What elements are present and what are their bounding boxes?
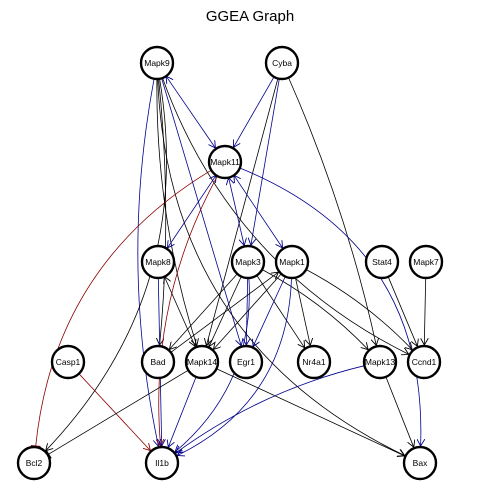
node-ccnd1-circle bbox=[406, 344, 442, 380]
edge-cyba-to-mapk14 bbox=[206, 78, 279, 346]
edge-mapk14-to-il1b bbox=[168, 376, 197, 447]
node-mapk1: Mapk1 bbox=[274, 244, 310, 280]
node-stat4-circle bbox=[364, 244, 400, 280]
node-bad-circle bbox=[140, 344, 176, 380]
node-mapk14-circle bbox=[184, 344, 220, 380]
node-bax-label: Bax bbox=[413, 458, 428, 468]
node-cyba-circle bbox=[264, 45, 300, 81]
node-mapk14: Mapk14 bbox=[184, 344, 220, 380]
node-cyba-label: Cyba bbox=[272, 58, 292, 68]
edge-mapk1-to-ccnd1 bbox=[305, 269, 412, 350]
edge-mapk1-to-mapk14 bbox=[213, 273, 282, 350]
node-bcl2-label: Bcl2 bbox=[26, 458, 43, 468]
edge-mapk1-to-egr1 bbox=[253, 276, 286, 347]
edge-mapk1-to-nr4a1 bbox=[295, 277, 310, 346]
node-nr4a1-circle bbox=[296, 344, 332, 380]
node-nr4a1-label: Nr4a1 bbox=[302, 357, 325, 367]
node-bad: Bad bbox=[140, 344, 176, 380]
node-mapk7: Mapk7 bbox=[408, 244, 444, 280]
node-casp1: Casp1 bbox=[50, 344, 86, 380]
node-stat4: Stat4 bbox=[364, 244, 400, 280]
node-bax-circle bbox=[402, 445, 438, 481]
edge-mapk9-to-egr1 bbox=[161, 78, 242, 345]
graph-title: GGEA Graph bbox=[206, 8, 294, 25]
node-mapk11-circle bbox=[207, 144, 243, 180]
node-mapk14-label: Mapk14 bbox=[187, 357, 218, 367]
node-mapk7-circle bbox=[408, 244, 444, 280]
edge-mapk3-to-bad bbox=[169, 273, 238, 350]
edge-bad-to-mapk1 bbox=[170, 272, 279, 353]
edge-mapk11-to-bcl2 bbox=[30, 169, 212, 448]
node-mapk8-label: Mapk8 bbox=[145, 257, 171, 267]
node-mapk3: Mapk3 bbox=[230, 244, 266, 280]
edge-stat4-to-ccnd1 bbox=[387, 276, 417, 347]
edge-mapk1-to-il1b bbox=[177, 277, 292, 456]
edge-mapk11-to-mapk8 bbox=[168, 175, 217, 248]
edge-mapk3-to-il1b bbox=[175, 277, 250, 452]
node-cyba: Cyba bbox=[264, 45, 300, 81]
edge-mapk9-to-bcl2 bbox=[46, 78, 167, 451]
edge-mapk9-to-il1b bbox=[137, 78, 159, 447]
node-il1b: Il1b bbox=[144, 445, 180, 481]
node-casp1-circle bbox=[50, 344, 86, 380]
node-bax: Bax bbox=[402, 445, 438, 481]
edge-mapk9-to-bax bbox=[157, 78, 405, 456]
node-il1b-label: Il1b bbox=[155, 458, 169, 468]
node-mapk8-circle bbox=[140, 244, 176, 280]
edge-mapk7-to-ccnd1 bbox=[424, 277, 425, 345]
node-nr4a1: Nr4a1 bbox=[296, 344, 332, 380]
node-mapk13: Mapk13 bbox=[362, 344, 398, 380]
node-mapk1-circle bbox=[274, 244, 310, 280]
edge-cyba-to-mapk13 bbox=[288, 77, 377, 346]
node-bad-label: Bad bbox=[150, 357, 165, 367]
node-egr1-circle bbox=[228, 344, 264, 380]
node-ccnd1: Ccnd1 bbox=[406, 344, 442, 380]
edge-mapk11-to-mapk1 bbox=[234, 175, 283, 248]
node-mapk13-circle bbox=[362, 344, 398, 380]
node-il1b-circle bbox=[144, 445, 180, 481]
node-mapk1-label: Mapk1 bbox=[279, 257, 305, 267]
node-mapk11: Mapk11 bbox=[207, 144, 243, 180]
node-mapk3-circle bbox=[230, 244, 266, 280]
edge-mapk9-to-mapk11 bbox=[166, 76, 215, 148]
node-mapk13-label: Mapk13 bbox=[365, 357, 396, 367]
node-mapk8: Mapk8 bbox=[140, 244, 176, 280]
node-bcl2-circle bbox=[16, 445, 52, 481]
node-ccnd1-label: Ccnd1 bbox=[412, 357, 437, 367]
node-mapk9-circle bbox=[139, 45, 175, 81]
node-mapk9-label: Mapk9 bbox=[144, 58, 170, 68]
edge-mapk3-to-nr4a1 bbox=[256, 275, 305, 347]
node-bcl2: Bcl2 bbox=[16, 445, 52, 481]
edge-cyba-to-mapk11 bbox=[234, 76, 275, 147]
edge-mapk13-to-bax bbox=[385, 376, 414, 447]
edge-mapk3-to-mapk13 bbox=[261, 269, 368, 350]
node-mapk9: Mapk9 bbox=[139, 45, 175, 81]
node-casp1-label: Casp1 bbox=[56, 357, 81, 367]
edge-mapk8-to-mapk14 bbox=[164, 277, 195, 347]
node-stat4-label: Stat4 bbox=[372, 257, 392, 267]
node-mapk7-label: Mapk7 bbox=[413, 257, 439, 267]
node-egr1-label: Egr1 bbox=[237, 357, 255, 367]
edge-casp1-to-il1b bbox=[78, 373, 150, 451]
node-mapk3-label: Mapk3 bbox=[235, 257, 261, 267]
node-egr1: Egr1 bbox=[228, 344, 264, 380]
edge-mapk13-to-il1b bbox=[176, 365, 365, 453]
node-mapk11-label: Mapk11 bbox=[210, 157, 240, 167]
edge-mapk14-to-bcl2 bbox=[45, 369, 189, 459]
edge-mapk14-to-bax bbox=[216, 368, 405, 456]
